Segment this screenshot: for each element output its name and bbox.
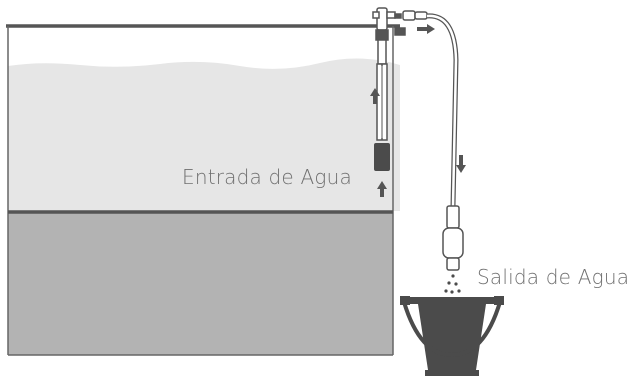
water-outlet-label: Salida de Agua [477,265,630,289]
arrow-down-icon [456,155,466,173]
intake-filter [374,143,390,171]
arrow-right-icon [417,24,435,34]
lower-water-region [8,213,393,355]
upper-water-region [8,58,400,211]
water-inlet-label: Entrada de Agua [182,165,352,189]
pump-head [372,7,428,41]
bucket-icon [400,296,504,376]
outlet-nozzle [442,205,464,271]
arrow-up-icon [377,181,387,197]
water-drops-icon [444,274,461,294]
intake-pipe [376,39,388,141]
outlet-hose [426,13,459,207]
arrow-up-icon [370,88,380,104]
